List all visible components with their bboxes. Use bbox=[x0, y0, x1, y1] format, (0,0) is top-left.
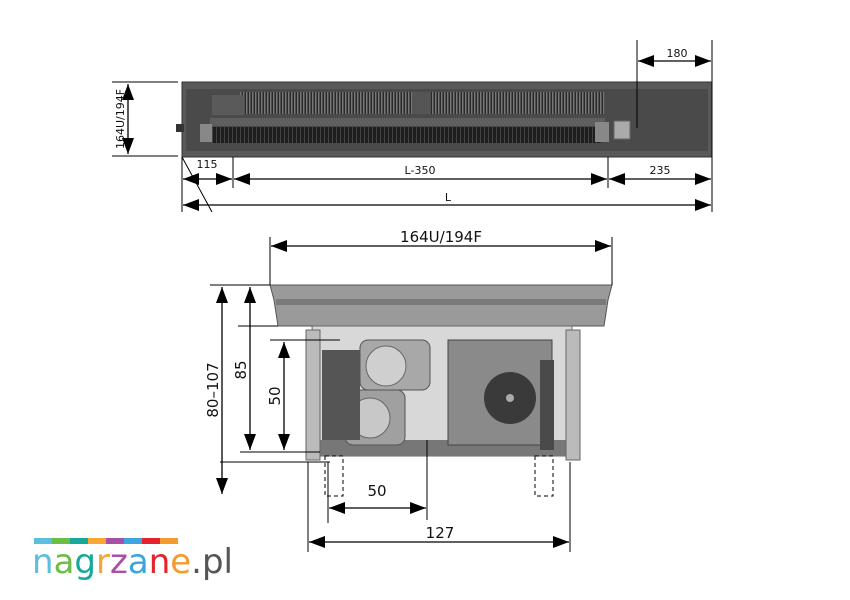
top-height-label: 164U/194F bbox=[114, 89, 127, 149]
logo-letter: a bbox=[127, 542, 149, 582]
total-length-label: L bbox=[445, 191, 452, 204]
body-height-label: 85 bbox=[232, 360, 250, 379]
brand-logo: nagrzane.pl bbox=[32, 538, 233, 580]
section-width-label: 164U/194F bbox=[400, 228, 482, 246]
logo-bar-segment bbox=[106, 538, 124, 544]
logo-bar-segment bbox=[88, 538, 106, 544]
logo-bar-segment bbox=[52, 538, 70, 544]
valve-icon bbox=[613, 120, 631, 140]
logo-letter: z bbox=[109, 542, 128, 582]
heat-exchanger-lower bbox=[212, 127, 602, 143]
logo-suffix: .pl bbox=[191, 542, 234, 582]
left-offset-label: 115 bbox=[197, 158, 218, 171]
logo-letter: n bbox=[32, 542, 54, 582]
foot-right bbox=[534, 455, 554, 497]
logo-letter: n bbox=[148, 542, 171, 582]
right-offset-label: 235 bbox=[650, 164, 671, 177]
logo-bar-segment bbox=[124, 538, 142, 544]
logo-bar-segment bbox=[160, 538, 178, 544]
logo-letter: r bbox=[96, 542, 110, 582]
logo-wordmark: nagrzane.pl bbox=[32, 544, 233, 580]
foot-left bbox=[324, 455, 344, 497]
logo-bar-segment bbox=[34, 538, 52, 544]
middle-length-label: L-350 bbox=[405, 164, 436, 177]
logo-letter: g bbox=[74, 542, 96, 582]
pipe-spacing-label: 50 bbox=[367, 482, 386, 500]
logo-bar-segment bbox=[142, 538, 160, 544]
total-height-label: 80–107 bbox=[204, 362, 222, 417]
top-view: 164U/194F 180 115 L-350 235 L bbox=[112, 40, 713, 213]
logo-letter: a bbox=[53, 542, 75, 582]
grille bbox=[269, 284, 613, 327]
section-view: 164U/194F 80–107 85 50 50 127 bbox=[204, 228, 613, 552]
logo-letter: e bbox=[170, 542, 192, 582]
valve-offset-label: 180 bbox=[667, 47, 688, 60]
logo-bar-segment bbox=[70, 538, 88, 544]
connection-span-label: 127 bbox=[426, 524, 455, 542]
pipe-height-label: 50 bbox=[266, 386, 284, 405]
logo-color-bar bbox=[34, 538, 233, 544]
